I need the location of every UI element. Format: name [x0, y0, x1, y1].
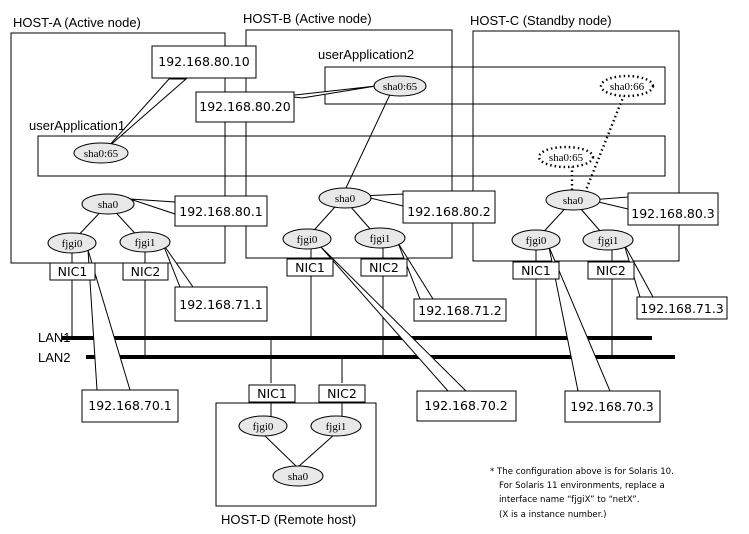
ip-label-80-20: 192.168.80.20 — [199, 99, 290, 114]
host-b-box — [245, 29, 453, 259]
ip-box-80-3 — [627, 192, 719, 226]
host-b-fjgi0-node — [282, 228, 332, 250]
ip-label-80-2: 192.168.80.2 — [407, 204, 491, 219]
host-c-fjgi1-node — [582, 229, 634, 251]
host-d-sha0-label: sha0 — [288, 471, 309, 483]
ip-box-71-1 — [174, 286, 268, 322]
host-a-sha0-65-node — [73, 142, 129, 164]
host-d-nic1-box — [248, 384, 296, 403]
host-a-nic2-box — [122, 262, 169, 281]
host-c-box — [472, 30, 680, 262]
host-a-fjgi0-node — [47, 232, 97, 254]
host-b-sha0-node — [318, 187, 372, 209]
ip-box-71-2 — [413, 298, 507, 322]
ip-box-71-3 — [636, 296, 728, 320]
ip-box-70-3 — [564, 390, 661, 423]
footnote-line4: (X is a instance number.) — [499, 510, 607, 520]
host-d-nic2-box — [318, 384, 366, 403]
host-b-fjgi0-label: fjgi0 — [297, 234, 318, 246]
host-d-title: HOST-D (Remote host) — [221, 512, 356, 527]
ip-label-80-10: 192.168.80.10 — [158, 54, 249, 69]
host-b-fjgi1-node — [354, 227, 406, 249]
host-a-sha0-label: sha0 — [98, 199, 119, 211]
host-a-fjgi1-node — [119, 231, 171, 253]
host-a-fjgi0-label: fjgi0 — [62, 238, 83, 250]
ip-label-70-1: 192.168.70.1 — [88, 398, 172, 413]
host-d-sha0-node — [272, 465, 324, 487]
host-c-sha0-65-node — [537, 145, 595, 169]
host-b-nic1-label: NIC1 — [295, 260, 325, 275]
user-application1-label: userApplication1 — [29, 118, 125, 133]
host-a-nic1-label: NIC1 — [58, 264, 88, 279]
footnote-line3: interface name “fjgiX” to “netX”. — [499, 495, 639, 505]
host-a-sha0-node — [81, 193, 135, 215]
ip-label-71-1: 192.168.71.1 — [179, 297, 263, 312]
host-d-fjgi1-node — [310, 415, 362, 437]
host-d-fjgi0-label: fjgi0 — [253, 421, 274, 433]
ip-label-80-1: 192.168.80.1 — [179, 204, 263, 219]
ip-box-70-1 — [81, 389, 179, 423]
host-c-nic2-box — [587, 261, 635, 280]
host-c-fjgi0-node — [511, 229, 561, 251]
host-c-sha0-node — [545, 189, 601, 211]
host-c-nic1-label: NIC1 — [521, 263, 551, 278]
host-d-nic2-label: NIC2 — [327, 386, 357, 401]
user-application2-label: userApplication2 — [318, 47, 414, 62]
host-c-nic2-label: NIC2 — [596, 263, 626, 278]
host-b-nic1-box — [286, 258, 334, 277]
ip-box-70-2 — [416, 390, 517, 422]
ip-box-80-20 — [195, 91, 295, 123]
host-c-sha0-66-label: sha0:66 — [610, 81, 645, 93]
host-d-nic1-label: NIC1 — [257, 386, 287, 401]
host-d-box — [215, 402, 377, 507]
host-a-fjgi1-label: fjgi1 — [135, 237, 156, 249]
host-a-box — [10, 32, 226, 264]
footnote-line2: For Solaris 11 environments, replace a — [499, 481, 665, 491]
ip-label-70-3: 192.168.70.3 — [570, 399, 654, 414]
host-d-fjgi0-node — [238, 415, 288, 437]
user-application2-box — [324, 66, 666, 105]
lan1-label: LAN1 — [38, 330, 71, 345]
ip-label-71-3: 192.168.71.3 — [640, 301, 724, 316]
host-b-nic2-label: NIC2 — [369, 260, 399, 275]
host-b-fjgi1-label: fjgi1 — [370, 233, 391, 245]
ip-box-80-10 — [151, 45, 257, 79]
host-c-sha0-65-label: sha0:65 — [549, 152, 584, 164]
host-d-fjgi1-label: fjgi1 — [326, 421, 347, 433]
host-b-sha0-65-node — [373, 75, 427, 97]
ip-box-80-1 — [174, 195, 268, 227]
host-b-nic2-box — [360, 258, 408, 277]
lan2-label: LAN2 — [38, 350, 71, 365]
host-c-sha0-66-node — [599, 74, 655, 98]
host-a-nic2-label: NIC2 — [131, 264, 161, 279]
ip-label-71-2: 192.168.71.2 — [418, 303, 502, 318]
footnote-line1: * The configuration above is for Solaris… — [490, 467, 674, 477]
host-b-sha0-label: sha0 — [335, 193, 356, 205]
host-b-title: HOST-B (Active node) — [243, 11, 372, 26]
host-c-fjgi0-label: fjgi0 — [526, 235, 547, 247]
ip-box-80-2 — [402, 190, 496, 224]
host-a-sha0-65-label: sha0:65 — [84, 148, 119, 160]
host-b-sha0-65-label: sha0:65 — [383, 81, 418, 93]
ip-label-80-3: 192.168.80.3 — [631, 206, 715, 221]
host-c-sha0-label: sha0 — [563, 195, 584, 207]
ip-label-70-2: 192.168.70.2 — [424, 398, 508, 413]
host-a-nic1-box — [49, 262, 96, 281]
host-c-title: HOST-C (Standby node) — [470, 13, 612, 28]
host-a-title: HOST-A (Active node) — [13, 15, 141, 30]
host-c-fjgi1-label: fjgi1 — [598, 235, 619, 247]
host-c-nic1-box — [512, 261, 560, 280]
